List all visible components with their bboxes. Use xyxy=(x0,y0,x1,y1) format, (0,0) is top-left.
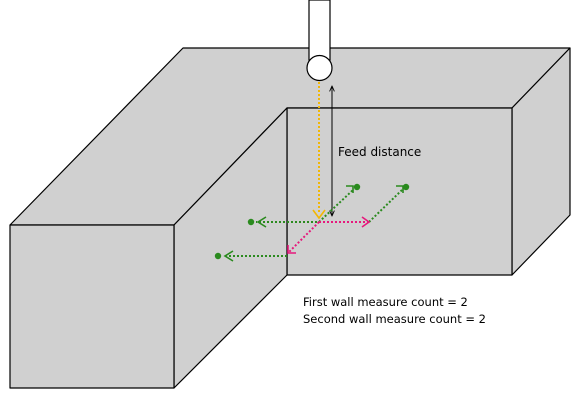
l-shaped-block xyxy=(9,47,571,389)
secondary-measure-moves xyxy=(214,183,410,262)
probe xyxy=(306,0,333,82)
feed-distance-label: Feed distance xyxy=(338,145,422,159)
inner-wall-face xyxy=(286,107,513,276)
front-face xyxy=(9,224,175,389)
second-wall-count-text: Second wall measure count = 2 xyxy=(303,312,486,326)
probe-stylus-ball xyxy=(306,54,333,82)
green-move-back-left xyxy=(318,183,361,223)
first-wall-count-text: First wall measure count = 2 xyxy=(303,295,468,309)
green-move-back-right xyxy=(368,183,410,223)
probe-shank xyxy=(308,0,331,61)
primary-measure-moves xyxy=(287,216,371,254)
magenta-move-front xyxy=(287,221,320,254)
measure-count-notes: First wall measure count = 2 Second wall… xyxy=(303,294,486,328)
probe-approach-path xyxy=(312,82,326,220)
green-move-left-upper xyxy=(247,216,317,228)
green-move-left-lower xyxy=(214,250,287,262)
magenta-move-right xyxy=(319,216,371,228)
